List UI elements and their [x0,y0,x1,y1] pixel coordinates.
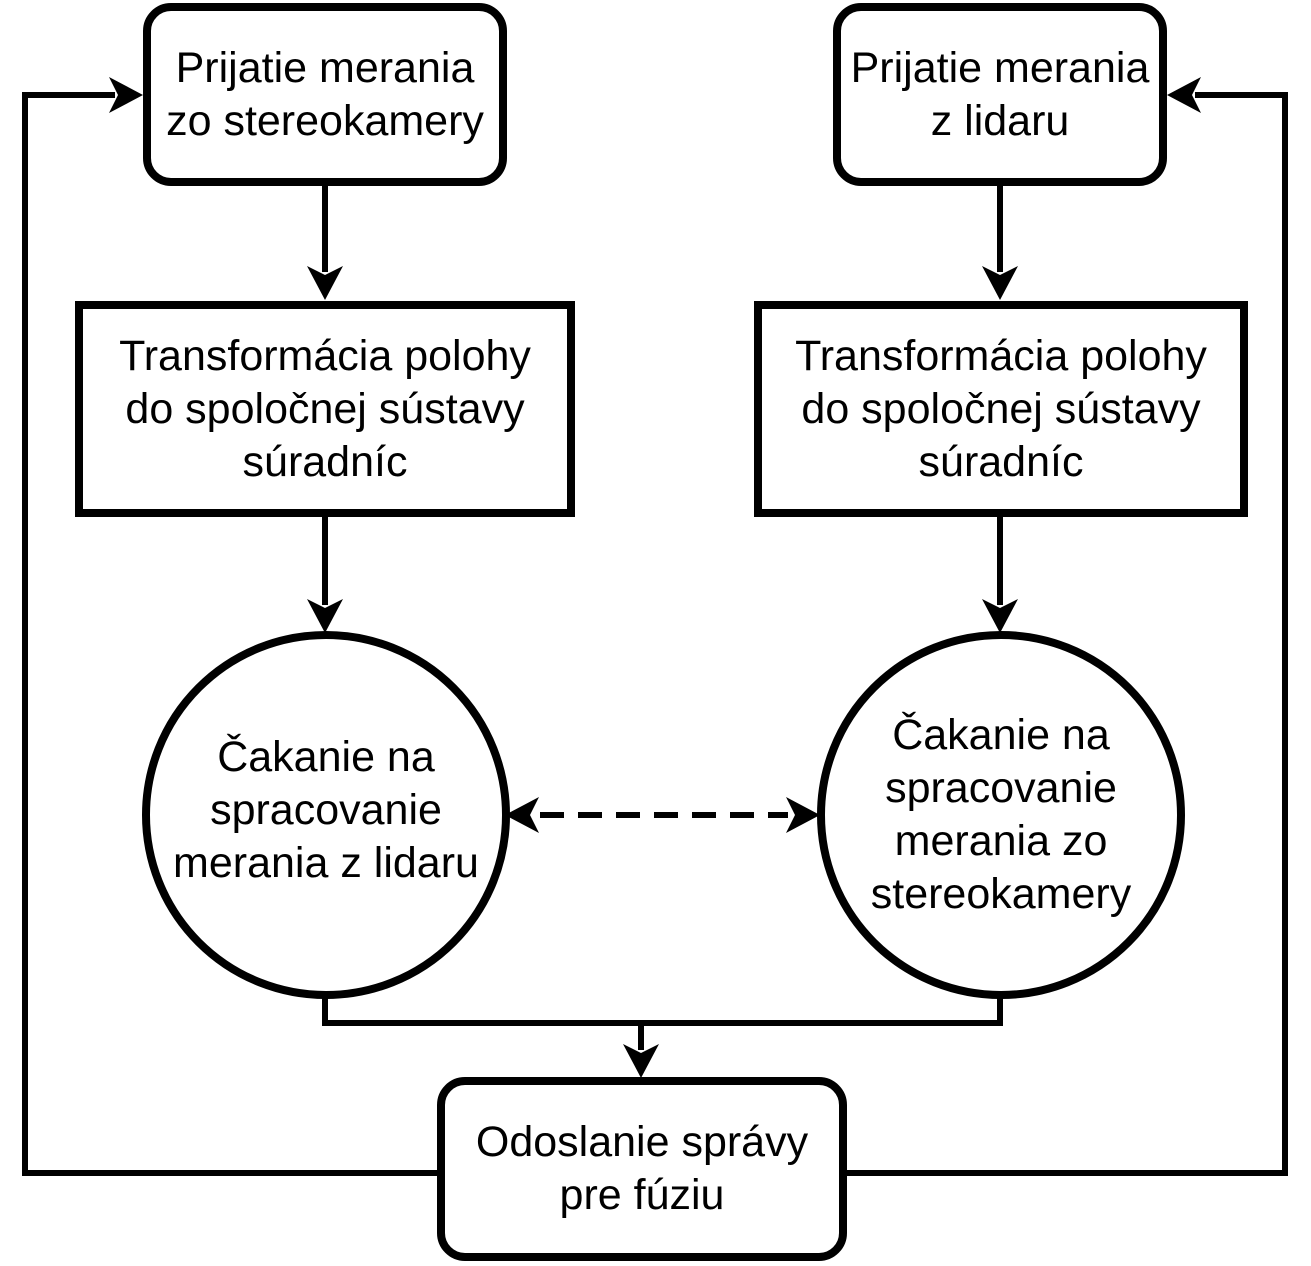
arrowhead-4 [982,599,1018,633]
transform-right-line-1: Transformácia polohy [795,331,1207,380]
arrowhead-sync-left [505,797,539,833]
send-fusion-box: Odoslanie správy pre fúziu [437,1077,847,1261]
wait-lidar-circle: Čakanie na spracovanie merania z lidaru [142,631,510,999]
wait-stereo-circle: Čakanie na spracovanie merania zo stereo… [817,631,1185,999]
transform-left-box: Transformácia polohy do spoločnej sústav… [75,301,575,517]
receive-stereo-box: Prijatie merania zo stereokamery [143,3,507,186]
arrowhead-5 [623,1044,659,1078]
arrowhead-2 [982,266,1018,300]
transform-left-line-1: Transformácia polohy [119,331,531,380]
wait-stereo-line-1: Čakanie na [892,711,1110,759]
transform-right-line-3: súradníc [918,437,1084,486]
wait-lidar-line-3: merania z lidaru [173,838,479,887]
wait-lidar-line-1: Čakanie na [217,732,435,781]
send-fusion-line-1: Odoslanie správy [475,1118,809,1166]
merge-connector [322,995,1003,1026]
arrowhead-sync-right [786,797,820,833]
wait-stereo-line-4: stereokamery [870,870,1132,918]
receive-lidar-line-2: z lidaru [930,96,1070,145]
receive-lidar-line-1: Prijatie merania [850,43,1150,92]
transform-right-box: Transformácia polohy do spoločnej sústav… [754,301,1248,517]
feedback-loop-right [845,92,1288,1176]
wait-stereo-line-2: spracovanie [885,764,1117,812]
transform-left-line-3: súradníc [242,437,408,486]
receive-stereo-line-1: Prijatie merania [175,43,475,92]
arrowhead-loop-right [1167,77,1201,113]
send-fusion-line-2: pre fúziu [559,1171,725,1219]
arrowhead-1 [307,266,343,300]
transform-left-line-2: do spoločnej sústavy [125,384,525,433]
arrowhead-loop-left [109,77,143,113]
feedback-loop-left [22,92,440,1176]
transform-right-line-2: do spoločnej sústavy [801,384,1201,433]
wait-stereo-line-3: merania zo [894,817,1108,865]
arrowhead-3 [307,599,343,633]
receive-stereo-line-2: zo stereokamery [166,96,484,145]
wait-lidar-line-2: spracovanie [210,785,442,834]
receive-lidar-box: Prijatie merania z lidaru [833,3,1167,186]
